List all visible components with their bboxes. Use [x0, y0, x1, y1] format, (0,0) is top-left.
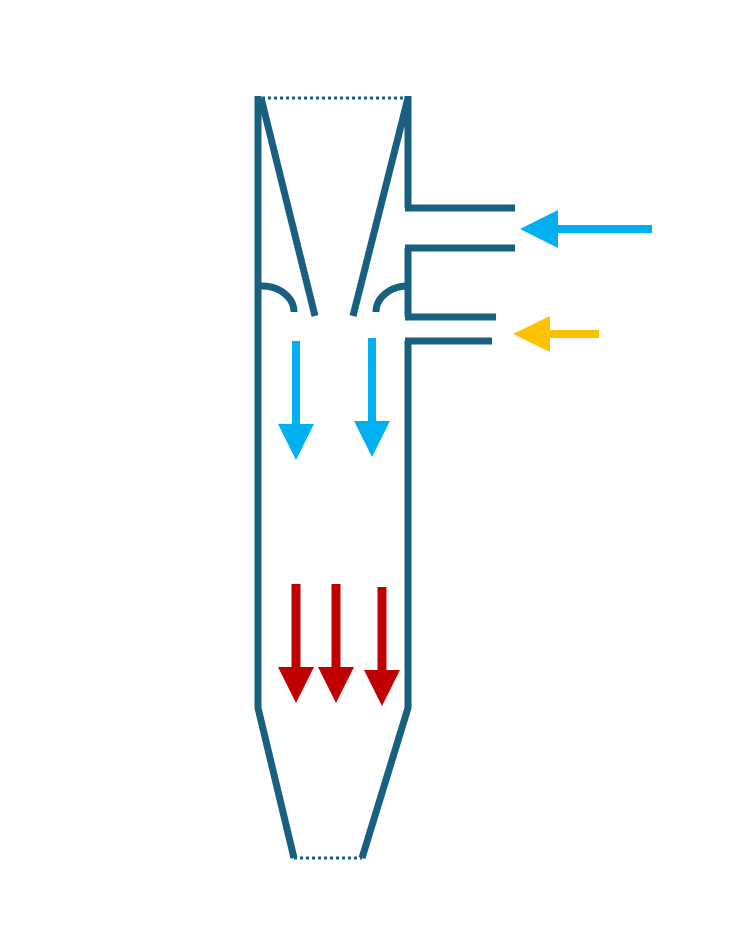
primary-inlet-arrow: [520, 210, 652, 248]
output-arrow-2: [318, 584, 354, 703]
left-curved-lip: [255, 282, 298, 313]
lower-inlet-pipe: [405, 313, 496, 345]
output-arrow-3: [364, 587, 400, 706]
upper-inlet-pipe: [405, 204, 515, 252]
right-curved-lip: [372, 282, 409, 313]
output-arrow-1: [278, 584, 314, 703]
right-wall-lower: [358, 341, 412, 860]
converging-cone: [257, 97, 412, 317]
cone-left-wall: [257, 97, 319, 317]
secondary-inlet-arrow: [513, 316, 599, 352]
left-wall: [254, 96, 298, 859]
cone-right-wall: [349, 97, 412, 317]
outer-chamber: [254, 96, 412, 860]
primary-downward-arrow-right: [354, 338, 390, 457]
primary-downward-arrow-left: [278, 341, 314, 460]
